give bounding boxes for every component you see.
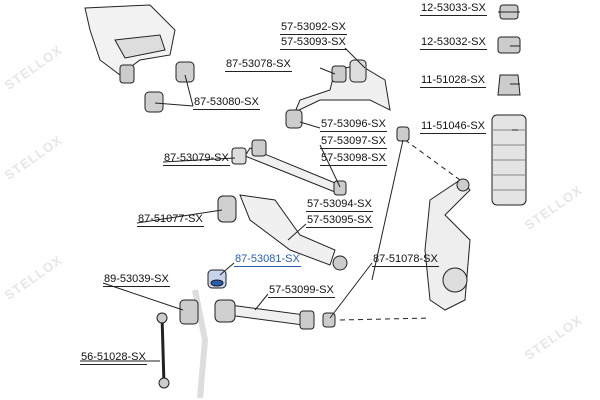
part-label-57-53093[interactable]: 57-53093-SX — [280, 36, 347, 50]
part-label-87-53079[interactable]: 87-53079-SX — [163, 152, 230, 166]
part-label-87-53080[interactable]: 87-53080-SX — [193, 96, 260, 110]
stabilizer-bar — [156, 289, 209, 399]
part-label-12-53033[interactable]: 12-53033-SX — [420, 2, 487, 16]
wheel-knuckle — [424, 178, 471, 311]
part-label-56-51028[interactable]: 56-51028-SX — [80, 351, 147, 365]
part-label-12-53032[interactable]: 12-53032-SX — [420, 36, 487, 50]
assembly-dashes — [339, 139, 461, 321]
part-label-11-51028[interactable]: 11-51028-SX — [420, 74, 487, 88]
bushing-87-53081 — [207, 269, 227, 289]
part-label-89-53039[interactable]: 89-53039-SX — [103, 273, 170, 287]
part-label-87-53078[interactable]: 87-53078-SX — [225, 58, 292, 72]
subframe-drawing — [84, 4, 176, 84]
part-label-57-53094[interactable]: 57-53094-SX — [306, 198, 373, 212]
top-mount-parts — [491, 4, 527, 206]
part-label-57-53099[interactable]: 57-53099-SX — [268, 284, 335, 298]
bushing-87-53080 — [144, 61, 195, 113]
lower-link — [214, 299, 336, 330]
part-label-11-51046[interactable]: 11-51046-SX — [420, 120, 487, 134]
part-label-87-51077[interactable]: 87-51077-SX — [137, 213, 204, 227]
part-label-57-53096[interactable]: 57-53096-SX — [320, 118, 387, 132]
part-label-57-53098[interactable]: 57-53098-SX — [320, 152, 387, 166]
lateral-link — [231, 139, 347, 196]
part-label-57-53095[interactable]: 57-53095-SX — [306, 214, 373, 228]
trailing-arm — [217, 194, 348, 271]
part-label-87-51078[interactable]: 87-51078-SX — [372, 253, 439, 267]
part-label-57-53092[interactable]: 57-53092-SX — [280, 21, 347, 35]
leader-lines — [80, 11, 520, 362]
part-label-87-53081-highlighted[interactable]: 87-53081-SX — [234, 253, 301, 267]
part-label-57-53097[interactable]: 57-53097-SX — [320, 135, 387, 149]
upper-control-arm — [285, 59, 391, 129]
